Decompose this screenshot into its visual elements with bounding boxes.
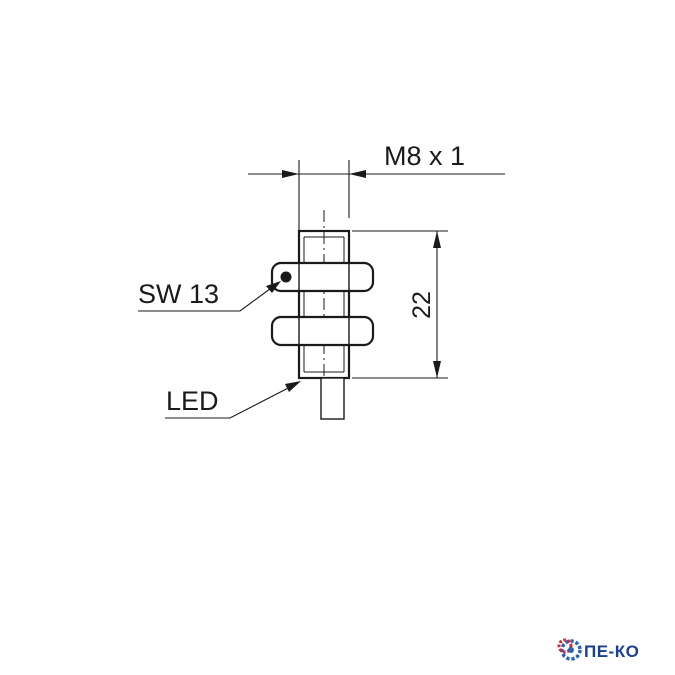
logo-text: ПЕ-КО xyxy=(584,642,639,661)
led-label: LED xyxy=(166,386,219,416)
thread-dimension-arrows xyxy=(282,170,366,178)
length-label: 22 xyxy=(408,291,436,319)
gear-icon xyxy=(557,638,582,661)
wrench-size-arrow xyxy=(266,281,281,293)
company-logo: ПЕ-КО xyxy=(557,638,639,661)
cable xyxy=(320,377,345,420)
length-dimension-arrows xyxy=(433,231,441,378)
indicator-dot xyxy=(280,271,292,283)
thread-dimension xyxy=(248,160,505,232)
lower-nut xyxy=(270,315,375,347)
led-leader xyxy=(165,382,299,419)
sensor-body xyxy=(297,210,351,390)
thread-label: M8 x 1 xyxy=(384,141,465,171)
wrench-size-leader xyxy=(138,282,279,312)
length-dimension xyxy=(352,230,448,379)
wrench-size-label: SW 13 xyxy=(138,279,219,309)
led-arrow xyxy=(285,381,301,392)
upper-nut xyxy=(270,261,375,293)
